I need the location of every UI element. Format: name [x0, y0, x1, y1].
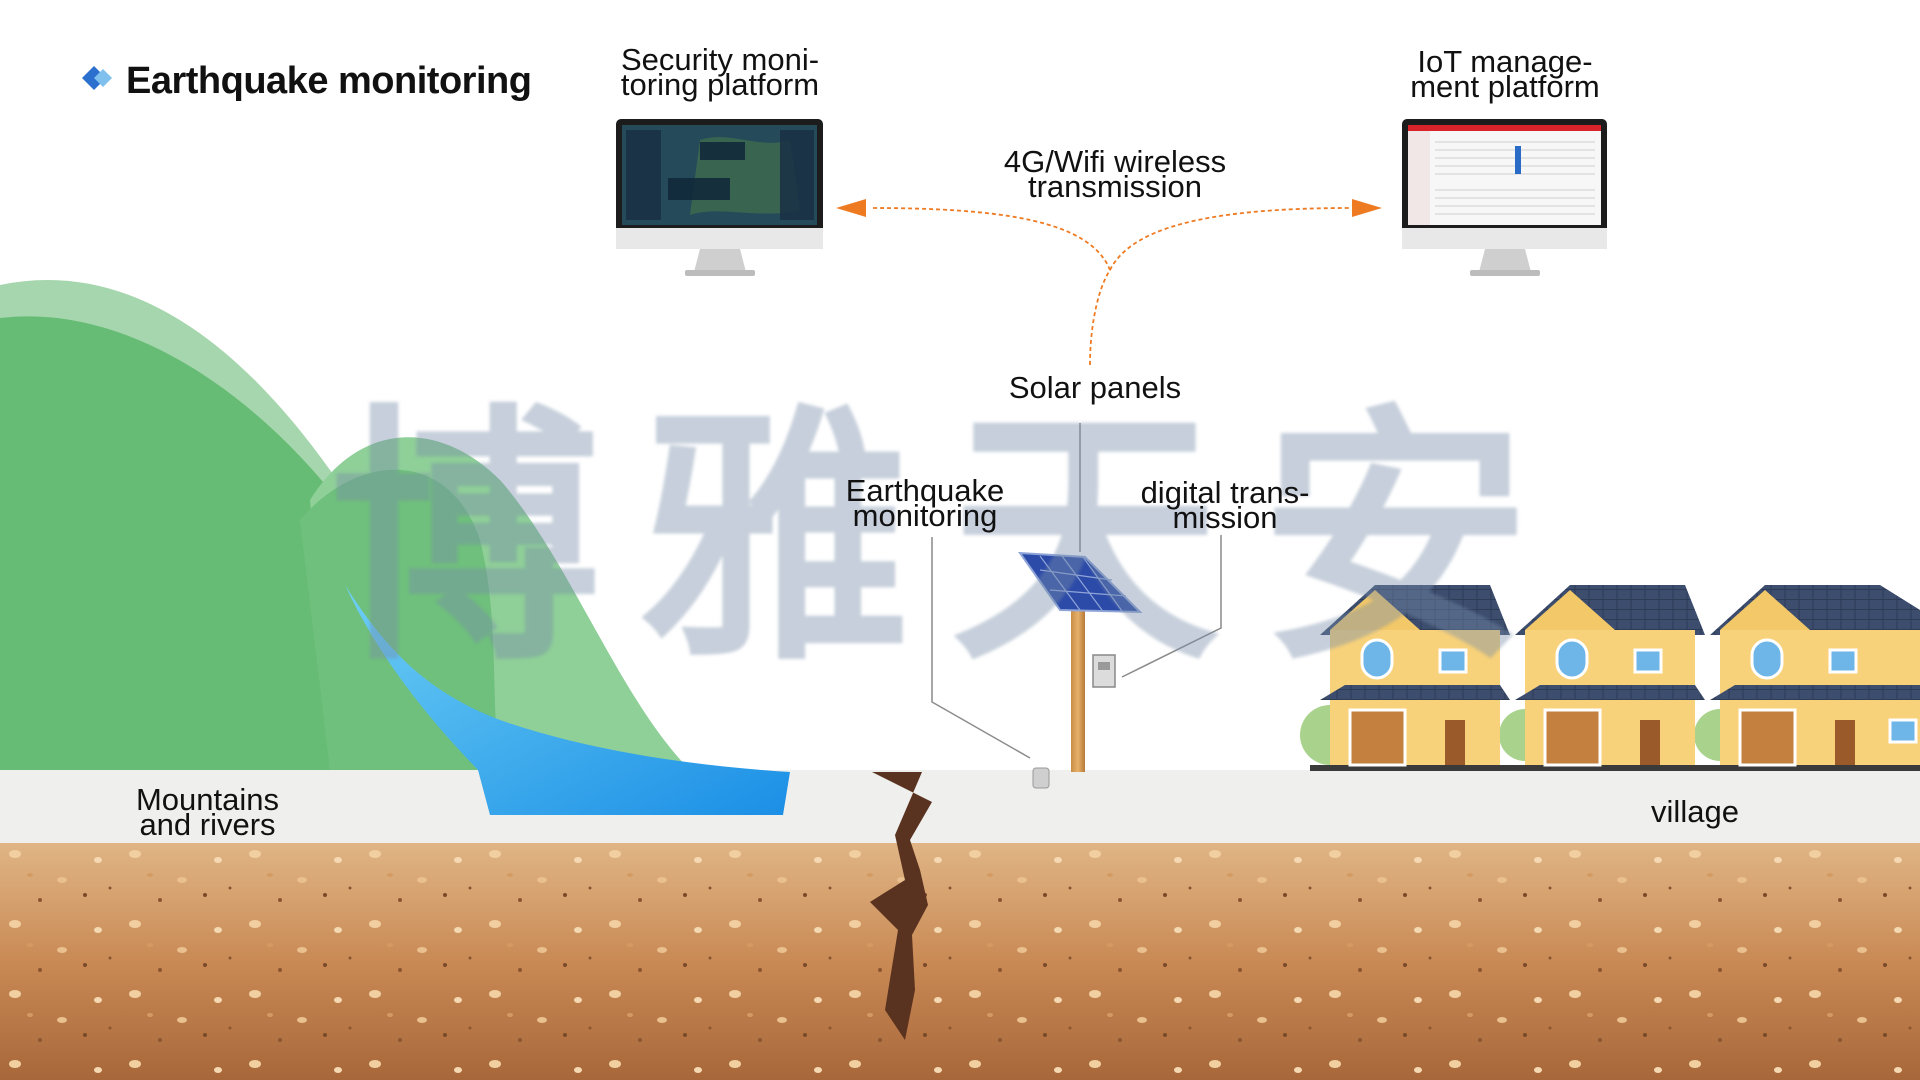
mountains-line1: Mountains — [135, 782, 280, 817]
earthquake-monitoring-line1: Earthquake — [845, 473, 1005, 508]
iot-monitor — [1402, 119, 1607, 276]
wireless-label: 4G/Wifi wireless transmission — [975, 144, 1255, 204]
wireless-line1: 4G/Wifi wireless — [1003, 144, 1227, 179]
arrow-right — [1352, 199, 1382, 217]
leader-lines — [931, 423, 1222, 759]
security-monitor — [616, 119, 823, 276]
village-houses — [1300, 585, 1920, 771]
watermark: 博雅天安 — [330, 395, 1570, 685]
earthquake-monitoring-label: Earthquake monitoring — [810, 473, 1040, 533]
solar-panels-label: Solar panels — [1008, 370, 1182, 405]
earthquake-monitoring-line2: monitoring — [852, 498, 998, 533]
village-label: village — [1651, 794, 1739, 829]
arrow-left — [836, 199, 866, 217]
security-platform-line1: Security moni- — [620, 42, 820, 77]
digital-transmission-label: digital trans- mission — [1110, 475, 1340, 535]
diamond-icon — [82, 66, 112, 90]
seismic-sensor — [1032, 767, 1050, 789]
security-platform-line2: toring platform — [620, 67, 820, 102]
digital-transmission-line1: digital trans- — [1140, 475, 1310, 510]
digital-transmission-line2: mission — [1172, 500, 1278, 535]
iot-platform-line2: ment platform — [1410, 69, 1600, 104]
wireless-arrows — [836, 199, 1382, 366]
iot-platform-label: IoT manage- ment platform — [1375, 44, 1635, 104]
security-platform-label: Security moni- toring platform — [590, 42, 850, 102]
mountains-line2: and rivers — [139, 807, 276, 842]
mountains-rivers-label: Mountains and rivers — [100, 782, 315, 842]
page-title: Earthquake monitoring — [126, 60, 532, 102]
iot-platform-line1: IoT manage- — [1417, 44, 1593, 79]
solar-panel — [1017, 551, 1143, 614]
earthquake-crack — [870, 772, 932, 1040]
ground-surface — [0, 770, 1920, 845]
solar-station — [1017, 551, 1143, 789]
river — [345, 585, 790, 815]
wireless-line2: transmission — [1028, 169, 1202, 204]
